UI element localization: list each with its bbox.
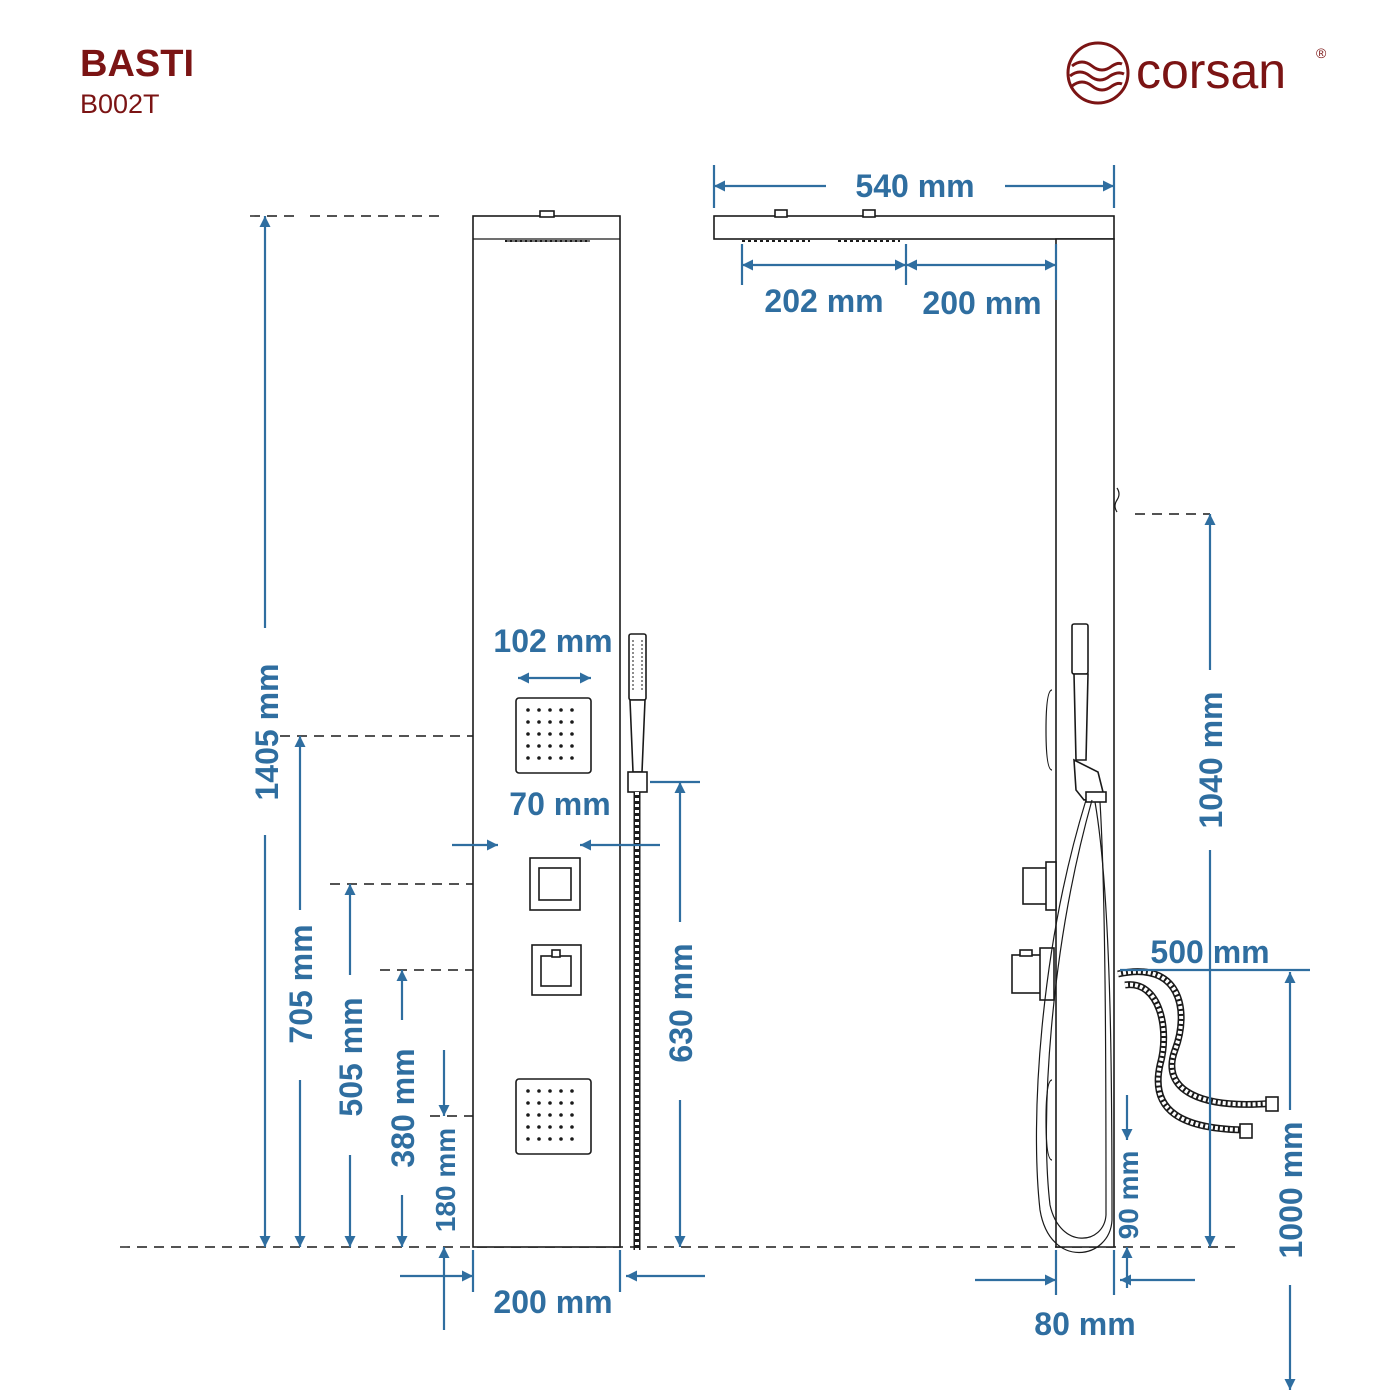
dimension-panel-depth: 80 mm <box>975 1250 1195 1342</box>
top-knob-icon <box>539 210 555 218</box>
side-control-upper <box>1022 861 1057 911</box>
dimension-label: 540 mm <box>855 168 974 204</box>
dimension-label: 202 mm <box>764 283 883 319</box>
dimension-control-width: 70 mm <box>452 786 660 851</box>
hose-fitting-icon <box>1265 1096 1279 1112</box>
dimension-label: 70 mm <box>509 786 610 822</box>
dimension-upper-control-height: 505 mm <box>333 884 369 1247</box>
dimension-label: 90 mm <box>1113 1151 1144 1240</box>
dimension-label: 180 mm <box>430 1128 461 1232</box>
jet-nozzles-icon <box>526 1089 574 1141</box>
dimension-label: 80 mm <box>1034 1306 1135 1342</box>
lower-body-jet <box>515 1078 592 1155</box>
corsan-logo: corsan ® <box>1066 41 1327 105</box>
dimension-label: 200 mm <box>922 285 1041 321</box>
dimension-head-offset: 200 mm <box>906 244 1058 321</box>
dimension-label: 500 mm <box>1150 934 1269 970</box>
upper-control-knob <box>529 857 581 911</box>
supply-hoses <box>1117 968 1279 1139</box>
model-code: B002T <box>80 89 160 119</box>
side-jet-profile-icon <box>1045 689 1053 771</box>
lower-control-knob <box>531 944 582 996</box>
dimension-label: 1405 mm <box>249 664 285 801</box>
nozzle-icon <box>774 209 788 218</box>
logo-wave-icon <box>1066 41 1130 105</box>
dimension-jet-width: 102 mm <box>493 623 613 684</box>
upper-body-jet <box>515 697 592 774</box>
dimension-bottom-offset: 90 mm <box>1113 1095 1144 1288</box>
nozzle-icon <box>862 209 876 218</box>
side-bracket-icon <box>1114 487 1120 513</box>
registered-mark: ® <box>1316 45 1327 61</box>
hose-fitting-icon <box>1239 1123 1253 1139</box>
front-hand-shower <box>627 633 648 1250</box>
dimension-lower-control-height: 380 mm <box>385 970 421 1247</box>
dimension-label: 1000 mm <box>1273 1122 1309 1259</box>
dimension-label: 505 mm <box>333 997 369 1116</box>
side-hand-shower <box>1035 623 1113 1253</box>
dimension-lower-jet-height: 180 mm <box>430 1050 461 1330</box>
shower-head-arm <box>713 215 1115 240</box>
front-view: 1405 mm 705 mm 505 mm 380 mm 180 mm <box>120 210 1240 1330</box>
dimension-label: 630 mm <box>663 943 699 1062</box>
jet-nozzles-icon <box>526 708 574 760</box>
dimension-label: 705 mm <box>283 924 319 1043</box>
dimension-label: 200 mm <box>493 1284 612 1320</box>
dimension-hose-length: 500 mm <box>1120 934 1310 972</box>
dimension-hose-drop: 1000 mm <box>1273 972 1309 1390</box>
dimension-nozzle-spacing: 202 mm <box>740 244 908 319</box>
dimension-label: 380 mm <box>385 1048 421 1167</box>
dimension-lower-height: 1040 mm <box>1193 514 1229 1247</box>
dimension-head-length: 540 mm <box>712 165 1116 208</box>
dimension-panel-width: 200 mm <box>400 1250 705 1320</box>
dimension-upper-jet-height: 705 mm <box>283 736 319 1247</box>
dimension-handshower-height: 630 mm <box>650 780 700 1247</box>
product-name: BASTI <box>80 43 194 85</box>
dimension-label: 1040 mm <box>1193 692 1229 829</box>
dimension-label: 102 mm <box>493 623 612 659</box>
side-view: 540 mm 202 mm 200 mm 1040 mm 500 mm <box>712 165 1310 1390</box>
dimension-total-height: 1405 mm <box>249 216 285 1247</box>
brand-name: corsan <box>1136 43 1286 99</box>
